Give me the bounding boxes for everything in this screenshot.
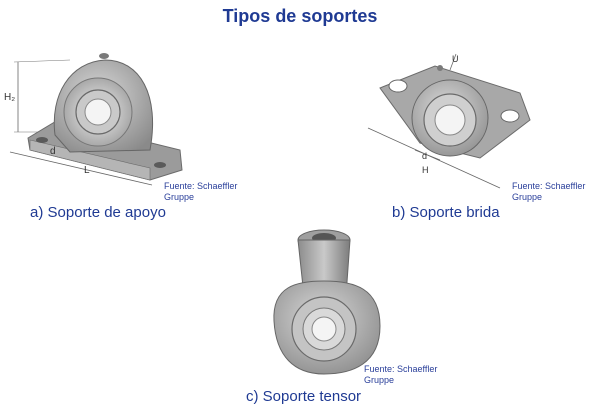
source-note-a: Fuente: Schaeffler Gruppe [164,181,238,202]
height-dimension-label: H₂ [4,92,15,103]
pillow-block-bearing-illustration: H₂ d L [4,53,183,186]
bore-dimension-label: d [50,146,56,157]
take-up-bearing-illustration [273,229,381,375]
bore-dimension-label-b: d [422,151,427,161]
flange-bearing-illustration: U d H [367,53,531,189]
source-note-c: Fuente: Schaeffler Gruppe [364,364,438,385]
page-title: Tipos de soportes [222,6,378,26]
offset-dimension-label: U [452,54,459,64]
length-dimension-label: L [84,165,90,176]
caption-a: a) Soporte de apoyo [30,204,166,221]
source-note-b: Fuente: Schaeffler Gruppe [512,181,586,202]
caption-b: b) Soporte brida [392,204,500,221]
width-dimension-label: H [422,165,429,175]
caption-c: c) Soporte tensor [246,388,362,405]
